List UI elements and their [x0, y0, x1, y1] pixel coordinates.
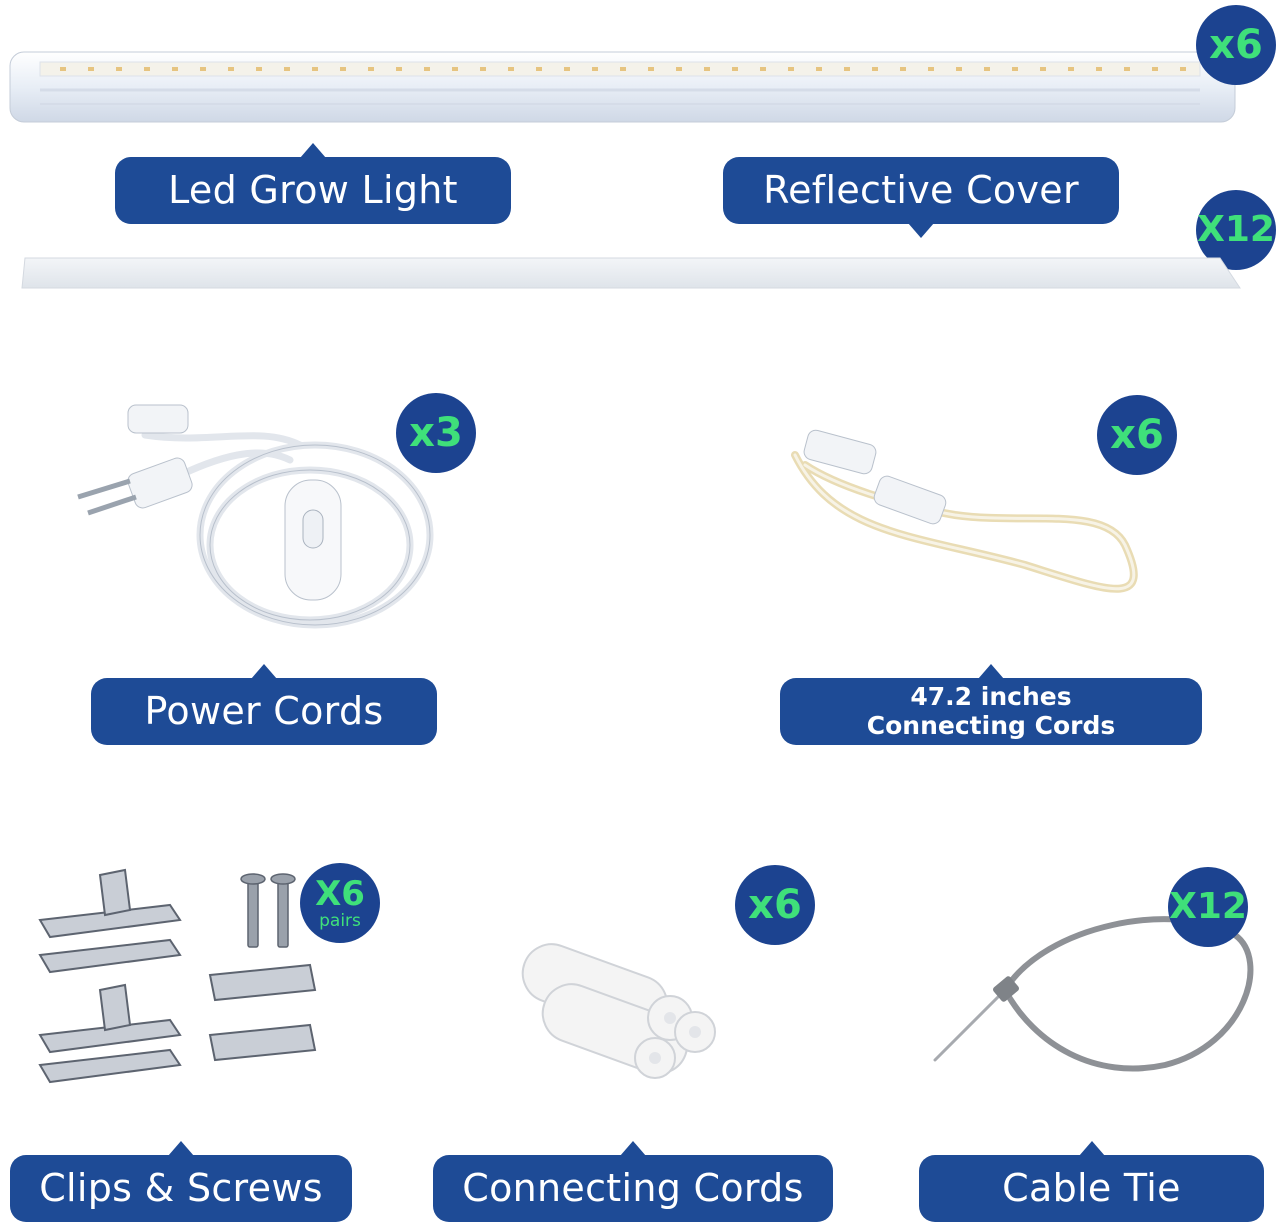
connecting-cords-long-qty-badge: x6 — [1097, 395, 1177, 475]
led-dot — [88, 67, 94, 71]
power-cords-image — [77, 404, 434, 629]
led-dot — [1012, 67, 1018, 71]
clips-screws-qty-badge: X6 pairs — [300, 863, 380, 943]
led-dot — [452, 67, 458, 71]
led-dot — [928, 67, 934, 71]
led-grow-light-qty-badge: x6 — [1196, 5, 1276, 85]
connecting-cords-image — [521, 943, 716, 1079]
led-dot — [816, 67, 822, 71]
led-dot — [984, 67, 990, 71]
led-dot — [704, 67, 710, 71]
led-dot — [844, 67, 850, 71]
led-dot — [340, 67, 346, 71]
led-dot — [200, 67, 206, 71]
led-dot — [760, 67, 766, 71]
led-grow-light-label: Led Grow Light — [115, 157, 511, 224]
connecting-cords-long-image — [791, 429, 1138, 593]
led-dot — [620, 67, 626, 71]
led-dot — [424, 67, 430, 71]
cable-tie-image — [933, 916, 1254, 1072]
power-cords-qty-badge: x3 — [396, 393, 476, 473]
cable-tie-qty-badge: X12 — [1168, 867, 1248, 947]
reflective-cover-image — [21, 257, 1241, 289]
reflective-cover-qty-badge: X12 — [1196, 190, 1276, 270]
connecting-cords-label: Connecting Cords — [433, 1155, 833, 1222]
led-dot — [732, 67, 738, 71]
led-grow-light-image — [9, 51, 1236, 123]
led-dot — [648, 67, 654, 71]
cable-tie-label: Cable Tie — [919, 1155, 1264, 1222]
led-dot — [284, 67, 290, 71]
led-dot — [60, 67, 66, 71]
led-dot — [1124, 67, 1130, 71]
led-dot — [1180, 67, 1186, 71]
led-dot — [228, 67, 234, 71]
reflective-cover-label: Reflective Cover — [723, 157, 1119, 224]
led-dot — [368, 67, 374, 71]
led-dot — [396, 67, 402, 71]
led-dot — [172, 67, 178, 71]
led-dot — [1096, 67, 1102, 71]
led-dot — [900, 67, 906, 71]
led-dot — [592, 67, 598, 71]
led-dot — [564, 67, 570, 71]
led-dot — [536, 67, 542, 71]
connecting-cords-qty-badge: x6 — [735, 865, 815, 945]
led-dot — [116, 67, 122, 71]
led-dot — [788, 67, 794, 71]
led-dot — [956, 67, 962, 71]
led-dot — [144, 67, 150, 71]
led-dot — [1152, 67, 1158, 71]
power-cords-label: Power Cords — [91, 678, 437, 745]
connecting-cords-long-label: 47.2 inches Connecting Cords — [780, 678, 1202, 745]
led-dot — [312, 67, 318, 71]
led-dot — [508, 67, 514, 71]
clips-screws-image — [38, 868, 317, 1084]
led-dot — [1068, 67, 1074, 71]
led-dot — [872, 67, 878, 71]
led-dot — [480, 67, 486, 71]
led-dot — [1040, 67, 1046, 71]
clips-screws-label: Clips & Screws — [10, 1155, 352, 1222]
led-dot — [676, 67, 682, 71]
led-dot — [256, 67, 262, 71]
